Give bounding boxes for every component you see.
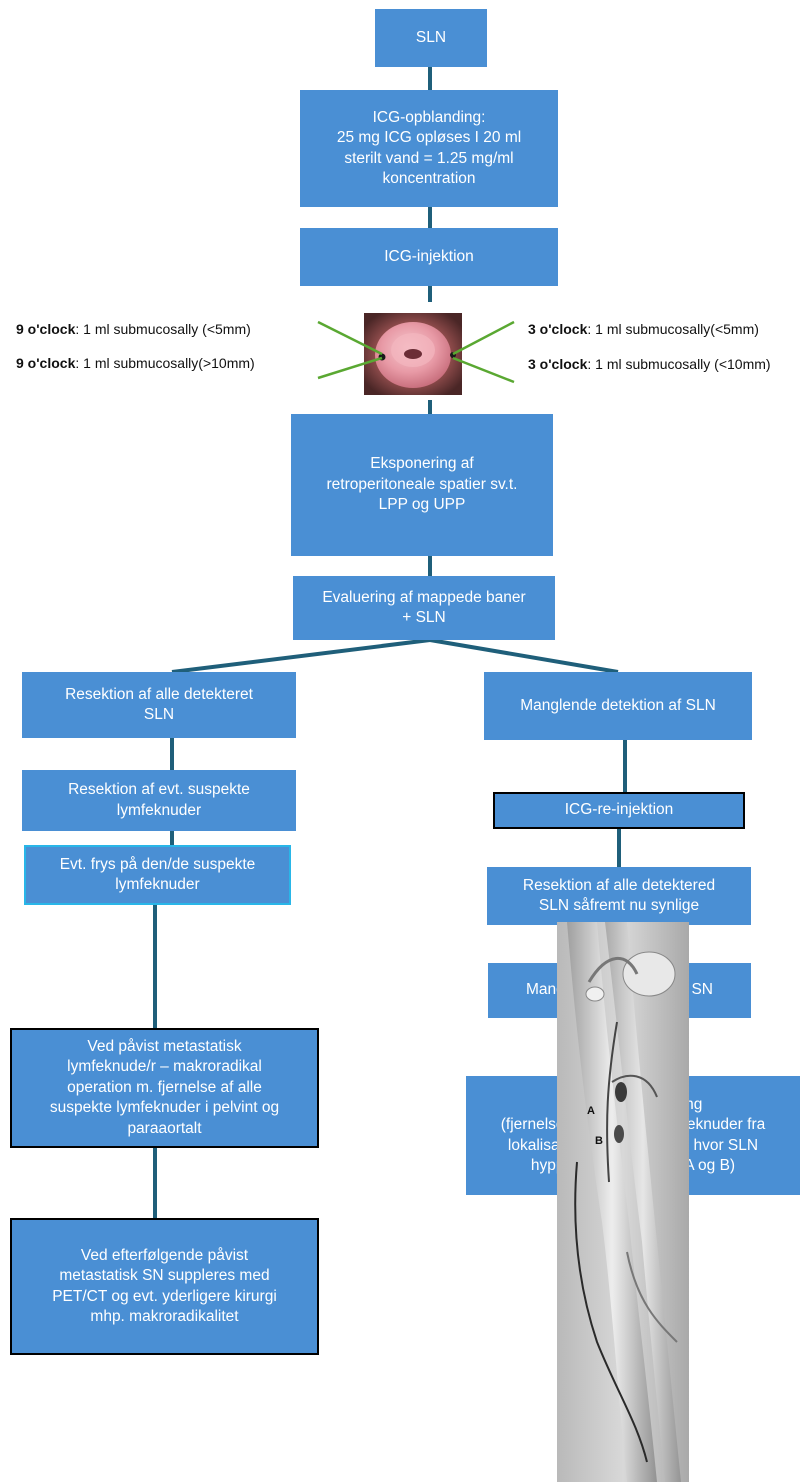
injection-label-9-top-bold: 9 o'clock — [16, 321, 76, 337]
injection-label-9-bottom: 9 o'clock: 1 ml submucosally(>10mm) — [16, 355, 255, 371]
injection-label-3-top-text: : 1 ml submucosally(<5mm) — [587, 321, 759, 337]
connector-branch-left — [171, 638, 431, 674]
injection-label-3-top: 3 o'clock: 1 ml submucosally(<5mm) — [528, 321, 759, 337]
box-resect-suspect: Resektion af evt. suspekte lymfeknuder — [22, 770, 296, 831]
box-sln: SLN — [375, 9, 487, 67]
injection-label-9-bottom-text: : 1 ml submucosally(>10mm) — [75, 355, 255, 371]
box-icg-injection: ICG-injektion — [300, 228, 558, 286]
pointer-left-bottom — [317, 356, 383, 380]
box-frozen-section: Evt. frys på den/de suspekte lymfeknuder — [24, 845, 291, 905]
pointer-right-bottom — [452, 356, 515, 384]
anatomy-label-b: B — [595, 1135, 603, 1147]
box-exposure: Eksponering af retroperitoneale spatier … — [291, 414, 553, 556]
box-followup: Ved efterfølgende påvist metastatisk SN … — [10, 1218, 319, 1355]
injection-label-3-top-bold: 3 o'clock — [528, 321, 588, 337]
injection-label-3-bottom-bold: 3 o'clock — [528, 356, 588, 372]
box-metastatic: Ved påvist metastatisk lymfeknude/r – ma… — [10, 1028, 319, 1148]
pelvic-anatomy-illustration: A B — [557, 922, 689, 1482]
pointer-right-top — [452, 320, 515, 356]
injection-label-9-top-text: : 1 ml submucosally (<5mm) — [75, 321, 251, 337]
box-icg-mix: ICG-opblanding: 25 mg ICG opløses I 20 m… — [300, 90, 558, 207]
injection-label-9-bottom-bold: 9 o'clock — [16, 355, 76, 371]
anatomy-label-a: A — [587, 1105, 595, 1117]
box-missing-sln: Manglende detektion af SLN — [484, 672, 752, 740]
connector-branch-right — [429, 638, 619, 674]
injection-label-3-bottom-text: : 1 ml submucosally (<10mm) — [587, 356, 771, 372]
injection-label-9-top: 9 o'clock: 1 ml submucosally (<5mm) — [16, 321, 251, 337]
box-resect-visible: Resektion af alle detektered SLN såfremt… — [487, 867, 751, 925]
pointer-left-top — [317, 320, 383, 356]
box-resect-all: Resektion af alle detekteret SLN — [22, 672, 296, 738]
box-reinjection: ICG-re-injektion — [493, 792, 745, 829]
injection-label-3-bottom: 3 o'clock: 1 ml submucosally (<10mm) — [528, 356, 771, 372]
box-evaluation: Evaluering af mappede baner + SLN — [293, 576, 555, 640]
